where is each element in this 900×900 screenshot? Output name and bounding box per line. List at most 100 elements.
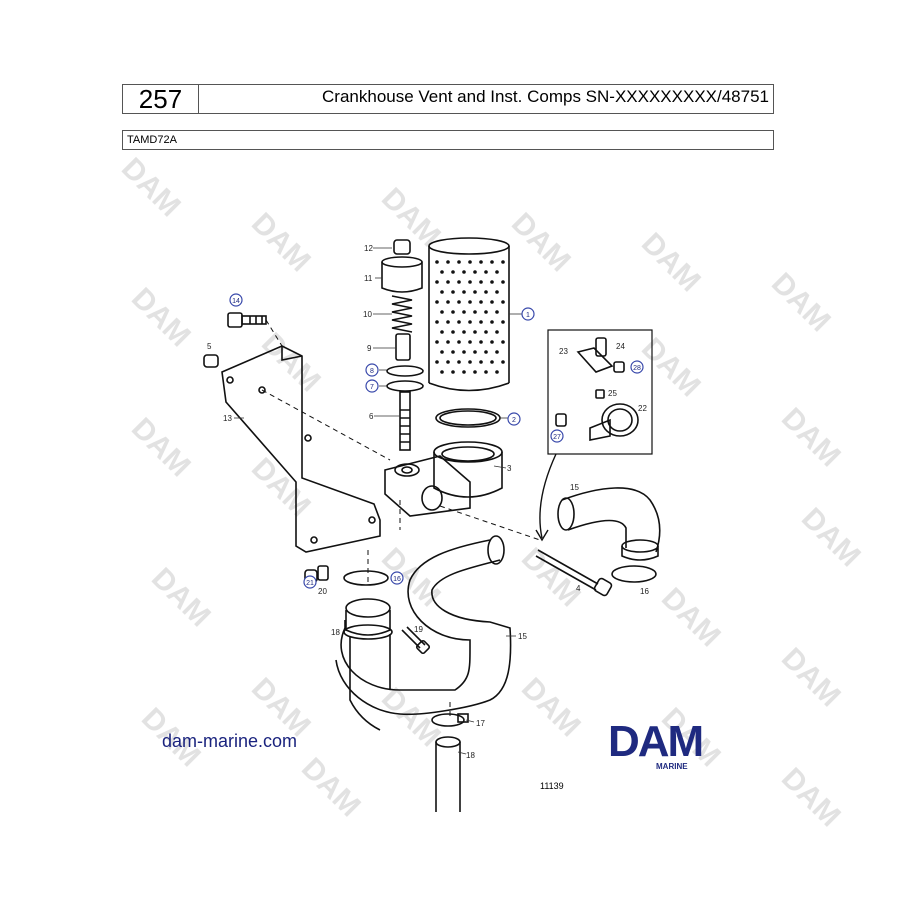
perforation-dot	[490, 360, 494, 364]
logo-sub-text: MARINE	[656, 762, 688, 771]
label-18: 18	[466, 751, 475, 760]
perforation-dot	[473, 290, 477, 294]
svg-text:8: 8	[370, 368, 374, 375]
part-labels: 12 11 10 9 6 3 13 5 15 4 16 20 19 18 15 …	[207, 244, 649, 760]
callout-2: 2	[507, 412, 521, 426]
perforation-dot	[473, 350, 477, 354]
page-title: Crankhouse Vent and Inst. Comps SN-XXXXX…	[322, 87, 769, 106]
callout-16: 16	[390, 571, 404, 585]
washer-7	[386, 380, 424, 392]
perforation-dot	[495, 310, 499, 314]
perforation-dot	[457, 300, 461, 304]
circled-callouts: 14 1 8 7 2 21 16 28 27	[229, 293, 644, 589]
perforation-dot	[495, 290, 499, 294]
perforation-dot	[484, 370, 488, 374]
hose-15-elbow	[557, 487, 661, 561]
perforation-dot	[440, 310, 444, 314]
perforation-dot	[484, 330, 488, 334]
label-25: 24	[616, 342, 625, 351]
perforation-dot	[435, 260, 439, 264]
o-ring-2-inner	[439, 410, 497, 426]
perforation-dot	[490, 260, 494, 264]
sleeve-9	[395, 333, 411, 361]
perforation-dot	[435, 360, 439, 364]
callout-27: 27	[550, 429, 564, 443]
callout-14: 14	[229, 293, 243, 307]
label-17: 17	[476, 719, 485, 728]
model-label: TAMD72A	[122, 130, 774, 150]
detail-arrow	[539, 453, 557, 539]
perforation-dot	[462, 370, 466, 374]
perforation-dot	[501, 260, 505, 264]
watermark-text: DAM	[375, 182, 447, 254]
bolt-14	[227, 312, 267, 328]
watermark-text: DAM	[245, 452, 317, 524]
perforation-dot	[451, 370, 455, 374]
perforation-dot	[479, 340, 483, 344]
svg-text:7: 7	[370, 384, 374, 391]
detail-arrowhead	[535, 529, 549, 542]
label-20: 19	[414, 625, 423, 634]
o-ring-16-left	[343, 570, 389, 586]
pin-21	[317, 565, 329, 581]
svg-text:21: 21	[306, 580, 314, 587]
perforation-dot	[490, 280, 494, 284]
perforation-dot	[457, 280, 461, 284]
perforation-dot	[451, 350, 455, 354]
drawing-number: 11139	[540, 781, 564, 791]
perforation-dot	[446, 340, 450, 344]
watermark-text: DAM	[775, 762, 847, 834]
label-5: 5	[207, 342, 212, 351]
o-ring-16-right	[611, 565, 657, 583]
perforation-dot	[484, 350, 488, 354]
callout-7: 7	[365, 379, 379, 393]
perforation-dot	[462, 310, 466, 314]
watermark-text: DAM	[635, 332, 707, 404]
perforation-dot	[446, 360, 450, 364]
watermark-text: DAM	[145, 562, 217, 634]
label-13: 13	[223, 414, 232, 423]
perforation-dot	[468, 300, 472, 304]
perforation-dot	[490, 340, 494, 344]
label-10: 10	[363, 310, 372, 319]
watermark-text: DAM	[515, 672, 587, 744]
perforation-dot	[495, 350, 499, 354]
watermark-text: DAM	[655, 582, 727, 654]
perforation-dot	[473, 370, 477, 374]
label-24: 23	[559, 347, 568, 356]
cap-11	[381, 256, 423, 293]
perforation-dot	[490, 320, 494, 324]
perforation-dot	[457, 340, 461, 344]
perforation-dot	[457, 320, 461, 324]
filter-element	[428, 237, 510, 392]
perforation-dot	[451, 290, 455, 294]
website-link[interactable]: dam-marine.com	[162, 731, 298, 751]
watermark-text: DAM	[775, 402, 847, 474]
perforation-dot	[479, 280, 483, 284]
perforation-dot	[495, 330, 499, 334]
perforation-dot	[473, 270, 477, 274]
label-16-right: 16	[640, 587, 649, 596]
callout-22: 21	[303, 575, 317, 589]
perforation-dot	[462, 270, 466, 274]
perforation-dot	[479, 300, 483, 304]
perforation-dot	[484, 290, 488, 294]
perforation-dot	[490, 300, 494, 304]
svg-text:2: 2	[512, 417, 516, 424]
watermark-text: DAM	[795, 502, 867, 574]
perforation-dot	[479, 260, 483, 264]
nut-5	[203, 354, 219, 368]
perforation-dot	[468, 260, 472, 264]
perforation-dot	[451, 310, 455, 314]
perforation-dot	[473, 310, 477, 314]
perforation-dot	[435, 300, 439, 304]
hose-15-lower	[335, 535, 512, 731]
watermark-text: DAM	[125, 412, 197, 484]
perforation-dot	[446, 300, 450, 304]
perforation-dot	[435, 280, 439, 284]
watermark-text: DAM	[775, 642, 847, 714]
perforation-dot	[446, 280, 450, 284]
callout-28: 28	[630, 360, 644, 374]
perforation-dot	[484, 310, 488, 314]
perforation-dot	[457, 260, 461, 264]
